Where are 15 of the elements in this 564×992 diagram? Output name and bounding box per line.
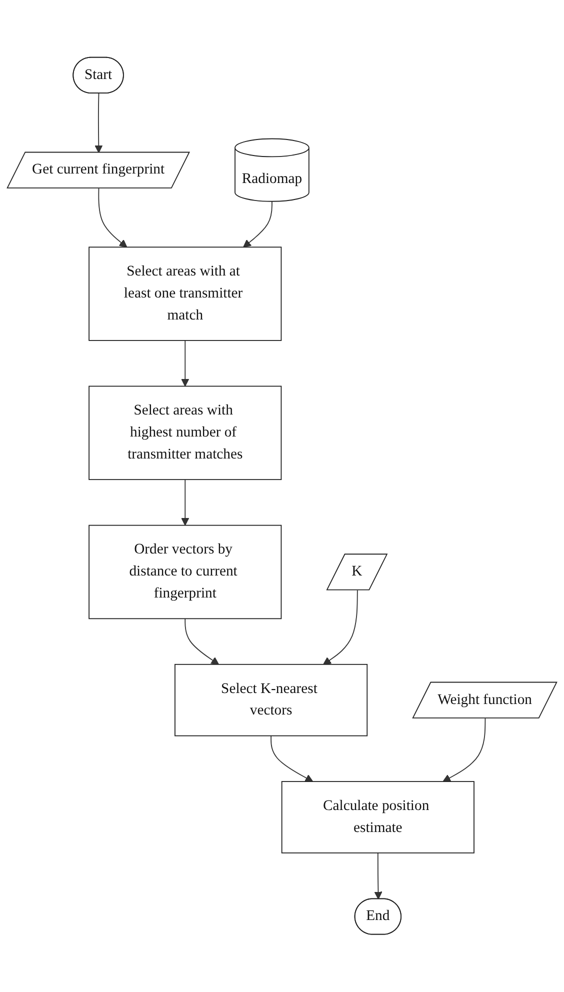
arrow	[181, 340, 190, 387]
arrow	[323, 590, 358, 665]
node-box: Order vectors by distance to current fingerprint	[88, 525, 282, 620]
arrow	[94, 93, 103, 154]
arrow	[184, 618, 220, 665]
arrow	[270, 735, 314, 782]
arrow	[374, 852, 382, 900]
node-box: Select K-nearest vectors	[174, 664, 368, 736]
node-box: Calculate position estimate	[281, 781, 474, 854]
arrow	[442, 718, 486, 782]
arrow	[181, 479, 190, 526]
arrow	[98, 188, 128, 248]
node-box: Select areas with highest number of transmitter matches	[88, 386, 282, 480]
node-box: Select areas with at least one transmitter match	[88, 246, 282, 342]
arrow	[243, 201, 272, 248]
